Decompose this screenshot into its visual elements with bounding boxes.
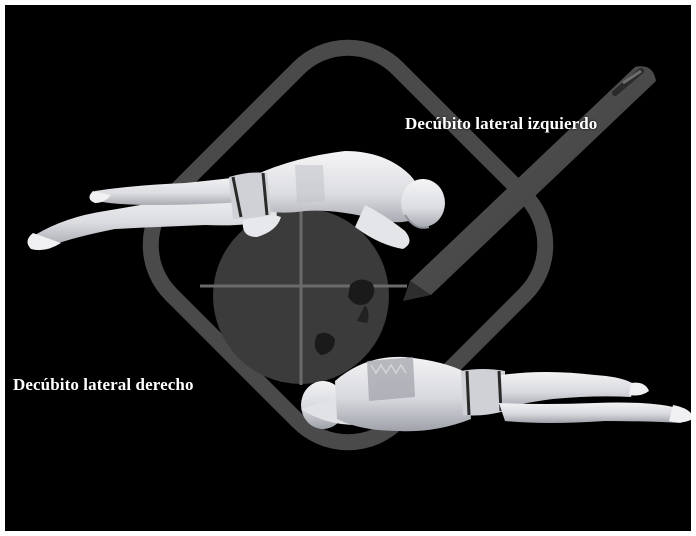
scene-illustration: [5, 5, 691, 531]
label-left-lateral-decubitus: Decúbito lateral izquierdo: [405, 114, 597, 134]
image-frame: Decúbito lateral izquierdo Decúbito late…: [5, 5, 691, 531]
label-right-lateral-decubitus: Decúbito lateral derecho: [13, 375, 194, 395]
lower-figure: [301, 357, 691, 431]
upper-figure: [27, 151, 445, 250]
